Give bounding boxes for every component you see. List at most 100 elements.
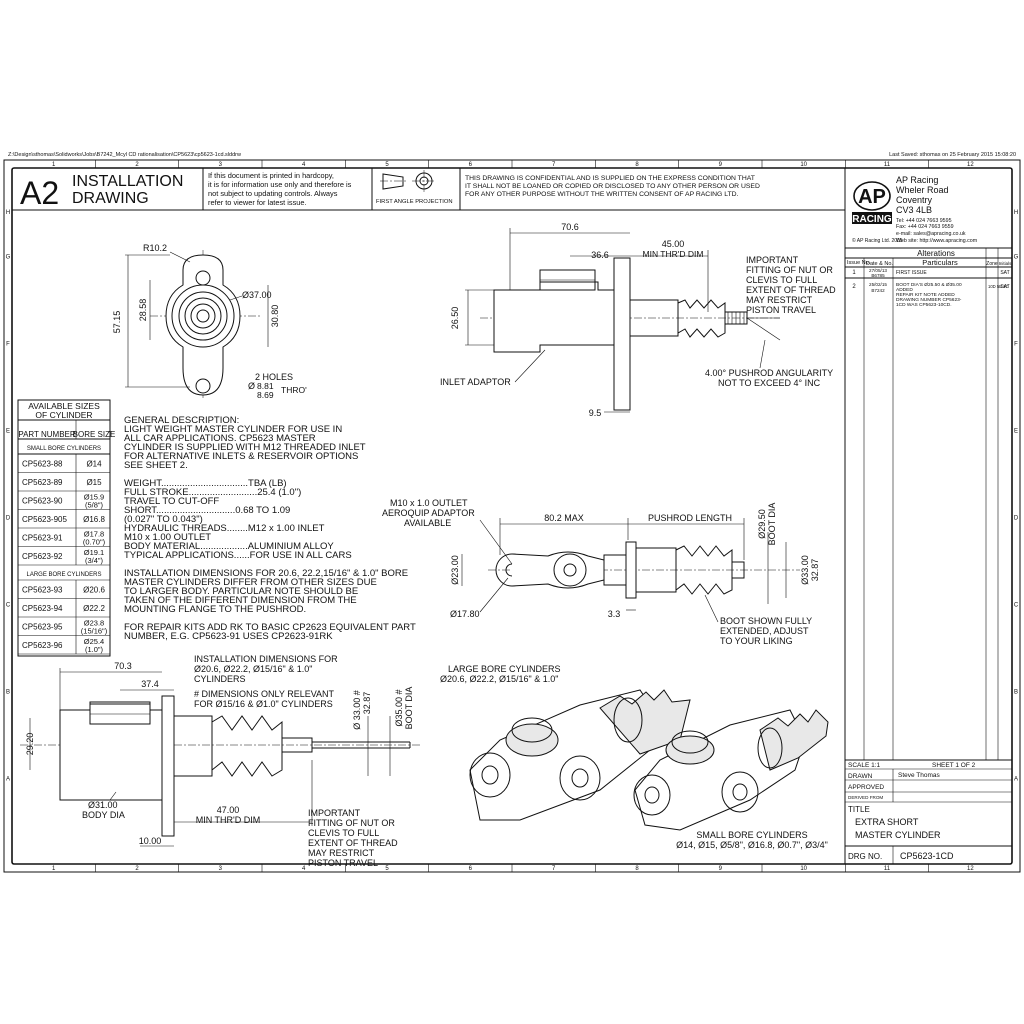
zone-row-left: F [6,342,10,348]
sheet-no: SHEET 1 OF 2 [932,762,976,769]
title-line-2: DRAWING [72,190,149,207]
zone-row-right: H [1014,210,1018,216]
svg-text:SAT: SAT [1000,270,1009,276]
large-bore-view: 70.3 37.4 29.20 Ø 33.00 # 32.87 Ø35.00 #… [20,654,420,868]
svg-text:DRAWN: DRAWN [848,773,873,780]
svg-text:CV3 4LB: CV3 4LB [896,205,932,215]
svg-text:9.5: 9.5 [589,408,602,418]
svg-text:Ø35.00 #: Ø35.00 # [394,689,404,726]
svg-text:25/02/15: 25/02/15 [869,282,887,287]
svg-text:Ø17.8: Ø17.8 [84,529,104,538]
svg-text:PUSHROD LENGTH: PUSHROD LENGTH [648,513,732,523]
svg-text:AVAILABLE: AVAILABLE [404,518,451,528]
svg-text:(15/16"): (15/16") [81,626,108,635]
svg-text:TO YOUR LIKING: TO YOUR LIKING [720,636,793,646]
svg-text:CP5623-96: CP5623-96 [22,641,63,650]
svg-text:# DIMENSIONS ONLY RELEVANT: # DIMENSIONS ONLY RELEVANT [194,689,335,699]
svg-text:2 HOLES: 2 HOLES [255,372,293,382]
svg-text:NUMBER, E.G. CP5623-91 USES: NUMBER, E.G. CP5623-91 USES CP2623-91RK [124,631,333,642]
svg-text:Ø23.8: Ø23.8 [84,618,104,627]
title-block: SCALE 1:1 SHEET 1 OF 2 DRAWN Steve Thoma… [845,759,1012,864]
svg-text:Initials: Initials [999,261,1013,266]
svg-text:8.69: 8.69 [257,390,274,400]
zone-row-right: E [1014,429,1018,435]
svg-text:Ø31.00: Ø31.00 [88,800,118,810]
svg-text:2: 2 [852,284,856,290]
svg-text:EXTENDED, ADJUST: EXTENDED, ADJUST [720,626,809,636]
svg-text:Ø33.00: Ø33.00 [800,555,810,585]
svg-text:M10 x 1.00 OUTLET: M10 x 1.00 OUTLET [124,532,211,543]
zone-row-right: C [1014,603,1019,609]
svg-text:SHORT.........................: SHORT..............................0.68 … [124,505,290,516]
zone-col-top: 3 [219,162,223,168]
svg-text:FOR Ø15/16 & Ø1.0" CYLINDERS: FOR Ø15/16 & Ø1.0" CYLINDERS [194,699,333,709]
important-note-bottom: IMPORTANT FITTING OF NUT OR CLEVIS TO FU… [308,808,398,868]
svg-text:(1.0"): (1.0") [85,645,104,654]
svg-text:BORE SIZE: BORE SIZE [73,430,116,439]
svg-text:Ø22.2: Ø22.2 [83,604,105,613]
svg-text:AP: AP [858,186,886,208]
table-row: CP5623-95 Ø23.8(15/16") [18,618,110,636]
svg-text:(0.027" TO 0.043"): (0.027" TO 0.043") [124,514,203,525]
svg-text:DERIVED FROM: DERIVED FROM [848,795,883,800]
zone-row-right: F [1014,342,1018,348]
zone-col-top: 6 [469,162,473,168]
svg-text:29.20: 29.20 [25,733,35,756]
svg-text:B7242: B7242 [871,288,885,293]
svg-text:CP5623-91: CP5623-91 [22,533,63,542]
svg-text:APPROVED: APPROVED [848,784,884,791]
drawing-title-2: MASTER CYLINDER [855,830,941,840]
svg-text:FITTING OF NUT OR: FITTING OF NUT OR [308,818,395,828]
alterations-table: Alterations Issue No. Date & No. Particu… [845,247,1013,760]
svg-text:BODY MATERIAL.................: BODY MATERIAL..................ALUMINIUM… [124,541,334,552]
svg-text:37.4: 37.4 [141,679,159,689]
right-panel: AP RACING AP Racing Wheler Road Coventry… [844,168,1013,864]
zone-row-left: B [6,690,10,696]
zone-row-right: D [1014,516,1019,522]
svg-text:Ø15.9: Ø15.9 [84,492,104,501]
svg-text:47.00: 47.00 [217,805,240,815]
zone-row-left: A [6,777,10,783]
svg-text:ADDED: ADDED [896,287,913,293]
zone-col-top: 8 [635,162,639,168]
zone-col-top: 12 [967,162,974,168]
svg-text:CP5623-92: CP5623-92 [22,552,63,561]
svg-text:AEROQUIP ADAPTOR: AEROQUIP ADAPTOR [382,508,475,518]
svg-text:MIN THR'D DIM: MIN THR'D DIM [196,815,261,825]
svg-text:LIGHT WEIGHT MASTER CYLINDER F: LIGHT WEIGHT MASTER CYLINDER FOR USE IN [124,424,342,435]
svg-text:CP5623-90: CP5623-90 [22,496,63,505]
svg-text:TAKEN OF THE DIFFERENT DIMENSI: TAKEN OF THE DIFFERENT DIMENSION FROM TH… [124,595,357,606]
zone-col-bottom: 7 [552,866,556,872]
svg-text:SMALL BORE CYLINDERS: SMALL BORE CYLINDERS [696,830,807,840]
svg-text:TITLE: TITLE [848,805,870,814]
svg-text:CP5623-95: CP5623-95 [22,622,63,631]
svg-text:27/05/13: 27/05/13 [869,268,887,273]
svg-text:10.00: 10.00 [139,836,162,846]
svg-text:CYLINDERS: CYLINDERS [194,674,246,684]
svg-text:Ø17.80: Ø17.80 [450,609,480,619]
svg-text:THIS DRAWING IS CONFIDENTIAL A: THIS DRAWING IS CONFIDENTIAL AND IS SUPP… [465,175,755,182]
svg-text:M10 x 1.0 OUTLET: M10 x 1.0 OUTLET [390,498,468,508]
svg-text:MOUNTING FLANGE TO THE PUSHROD: MOUNTING FLANGE TO THE PUSHROD. [124,604,306,615]
first-angle-projection-icon [380,170,436,192]
svg-text:Ø14, Ø15, Ø5/8", Ø16.8, Ø0.7",: Ø14, Ø15, Ø5/8", Ø16.8, Ø0.7", Ø3/4" [676,840,828,850]
svg-text:FOR ANY OTHER PURPOSE WITHOUT: FOR ANY OTHER PURPOSE WITHOUT THE WRITTE… [465,191,739,198]
svg-text:SMALL BORE CYLINDERS: SMALL BORE CYLINDERS [27,446,101,452]
hardcopy-note: If this document is printed in hardcopy,… [208,171,352,207]
zone-col-top: 2 [135,162,139,168]
svg-text:Issue No.: Issue No. [847,260,871,266]
svg-text:4.00° PUSHROD ANGULARITY: 4.00° PUSHROD ANGULARITY [705,368,833,378]
zone-col-top: 1 [52,162,56,168]
svg-text:FOR REPAIR KITS ADD RK TO BASI: FOR REPAIR KITS ADD RK TO BASIC CP2623 E… [124,622,416,633]
svg-text:OF CYLINDER: OF CYLINDER [35,410,92,420]
svg-text:FIRST ISSUE: FIRST ISSUE [896,270,927,276]
zone-row-right: B [1014,690,1018,696]
svg-text:CP5623-905: CP5623-905 [22,515,67,524]
sizes-table: AVAILABLE SIZES OF CYLINDER PART NUMBER … [17,399,116,657]
zone-col-top: 11 [884,162,891,168]
svg-text:it is for information use only: it is for information use only and there… [208,180,352,189]
svg-text:BOOT DIA'S Ø25.50 & Ø35.00: BOOT DIA'S Ø25.50 & Ø35.00 [896,282,962,288]
